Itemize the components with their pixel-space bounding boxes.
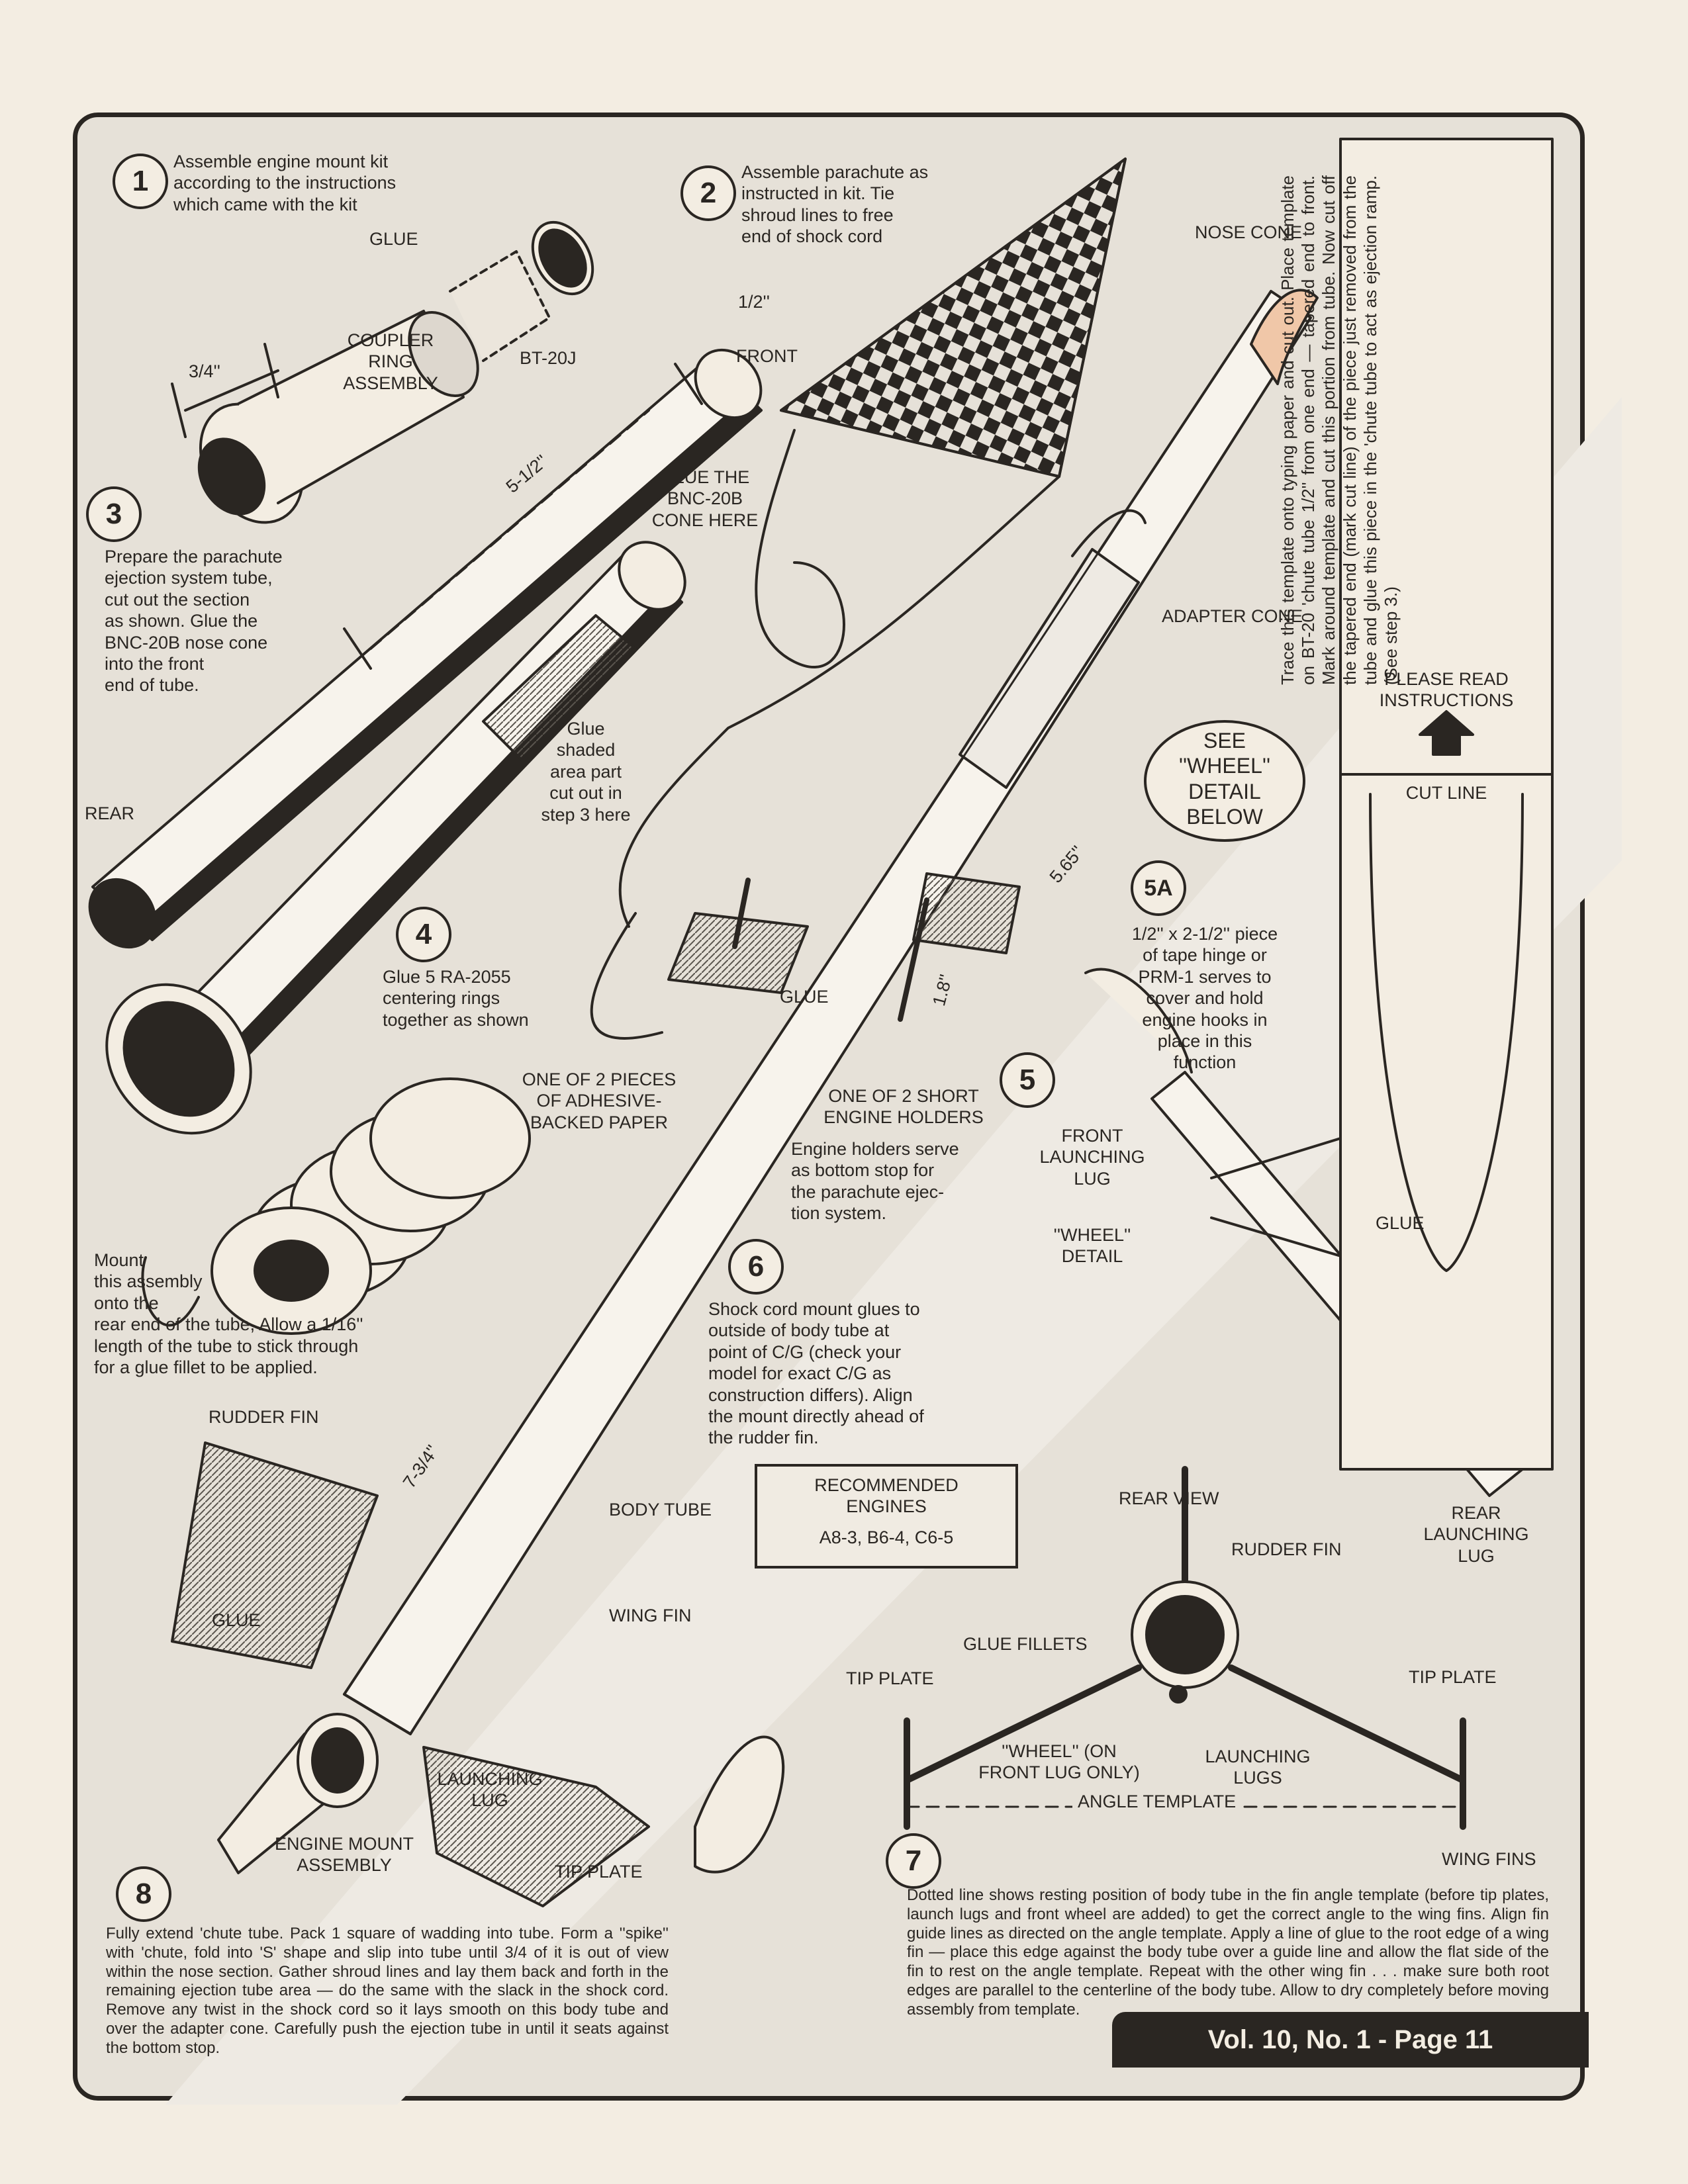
- label-front: FRONT: [736, 346, 798, 366]
- label-launching-lugs: LAUNCHING LUGS: [1205, 1747, 1311, 1788]
- step-5-number: 5: [1000, 1052, 1055, 1108]
- step-3-number: 3: [86, 486, 142, 542]
- label-glue-mid: GLUE: [780, 987, 829, 1007]
- centering-rings-drawing: [141, 1077, 531, 1335]
- label-coupler: COUPLER RING ASSEMBLY: [343, 330, 438, 393]
- engine-mount-drawing: [171, 220, 594, 524]
- label-angle-template: ANGLE TEMPLATE: [1072, 1791, 1242, 1813]
- label-nose-cone: NOSE CONE: [1195, 222, 1303, 242]
- recommended-engines-box: RECOMMENDED ENGINES A8-3, B6-4, C6-5: [755, 1464, 1018, 1569]
- label-glue-bnc: GLUE THE BNC-20B CONE HERE: [651, 467, 759, 530]
- step-6-number: 6: [728, 1239, 784, 1295]
- label-dim-3-4: 3/4'': [189, 361, 220, 381]
- label-adhesive-paper: ONE OF 2 PIECES OF ADHESIVE- BACKED PAPE…: [522, 1069, 677, 1132]
- template-please-read: PLEASE READ INSTRUCTIONS: [1379, 669, 1514, 711]
- label-rudder-fin: RUDDER FIN: [209, 1407, 319, 1427]
- label-tip-plate-left: TIP PLATE: [846, 1668, 934, 1688]
- see-wheel-callout: [1144, 720, 1305, 842]
- label-adapter-cone: ADAPTER CONE: [1162, 606, 1303, 626]
- label-see-wheel: SEE ''WHEEL'' DETAIL BELOW: [1178, 729, 1271, 829]
- label-front-lug: FRONT LAUNCHING LUG: [1039, 1126, 1145, 1189]
- step-7-text: Dotted line shows resting position of bo…: [907, 1886, 1549, 2019]
- parachute-drawing: [590, 158, 1127, 1040]
- label-glue-shaded: Glue shaded area part cut out in step 3 …: [541, 719, 631, 825]
- recommended-engines-list: A8-3, B6-4, C6-5: [819, 1527, 954, 1547]
- page-footer: Vol. 10, No. 1 - Page 11: [1112, 2012, 1589, 2068]
- ejection-tube-drawing: [88, 348, 763, 949]
- label-rear-lug: REAR LAUNCHING LUG: [1423, 1503, 1529, 1566]
- step-1-number: 1: [113, 154, 168, 209]
- label-launching-lug: LAUNCHING LUG: [437, 1769, 543, 1811]
- template-instructions: Trace this template onto typing paper an…: [1278, 175, 1401, 685]
- chute-template: [1339, 138, 1554, 1471]
- label-glue-top: GLUE: [369, 229, 418, 249]
- step-5-text: Engine holders serve as bottom stop for …: [791, 1139, 959, 1224]
- label-engine-mount: ENGINE MOUNT ASSEMBLY: [274, 1834, 414, 1876]
- step-4-number: 4: [396, 907, 451, 962]
- label-wheel-detail: ''WHEEL'' DETAIL: [1053, 1225, 1131, 1267]
- step-2-text: Assemble parachute as instructed in kit.…: [741, 162, 929, 247]
- label-body-tube: BODY TUBE: [609, 1500, 712, 1520]
- step-8-text: Fully extend 'chute tube. Pack 1 square …: [106, 1925, 669, 2057]
- step-6-text: Shock cord mount glues to outside of bod…: [708, 1299, 924, 1448]
- label-rudder-fin-2: RUDDER FIN: [1231, 1539, 1342, 1559]
- label-wing-fin: WING FIN: [609, 1606, 692, 1625]
- label-tip-plate: TIP PLATE: [555, 1862, 643, 1882]
- rocket-body-drawing: [171, 289, 1319, 1907]
- step-7-number: 7: [886, 1833, 941, 1889]
- label-wheel-on: ''WHEEL'' (ON FRONT LUG ONLY): [978, 1741, 1140, 1783]
- step-8-number: 8: [116, 1866, 171, 1922]
- step-5a-text: 1/2'' x 2-1/2'' piece of tape hinge or P…: [1131, 924, 1278, 1073]
- body-tube-section-drawing: [105, 541, 686, 1135]
- label-tip-plate-right: TIP PLATE: [1409, 1667, 1497, 1687]
- label-glue-detail: GLUE: [1376, 1213, 1425, 1233]
- label-wing-fins: WING FINS: [1442, 1849, 1536, 1869]
- step-4-text: Glue 5 RA-2055 centering rings together …: [383, 967, 529, 1030]
- label-engine-holders: ONE OF 2 SHORT ENGINE HOLDERS: [823, 1086, 984, 1128]
- mount-assembly-text: Mount this assembly onto the rear end of…: [94, 1250, 363, 1377]
- recommended-engines-title: RECOMMENDED ENGINES: [814, 1475, 959, 1517]
- template-cut-line: CUT LINE: [1405, 783, 1487, 803]
- label-bt20j: BT-20J: [520, 348, 577, 368]
- label-rear-view: REAR VIEW: [1119, 1488, 1219, 1508]
- label-dim-half: 1/2'': [738, 292, 770, 312]
- label-rear: REAR: [85, 803, 135, 823]
- step-3-text: Prepare the parachute ejection system tu…: [105, 547, 283, 696]
- label-glue-fillets: GLUE FILLETS: [963, 1634, 1088, 1654]
- step-2-number: 2: [680, 165, 736, 221]
- step-1-text: Assemble engine mount kit according to t…: [173, 152, 397, 214]
- step-5a-number: 5A: [1131, 860, 1186, 916]
- label-glue-low: GLUE: [212, 1610, 261, 1630]
